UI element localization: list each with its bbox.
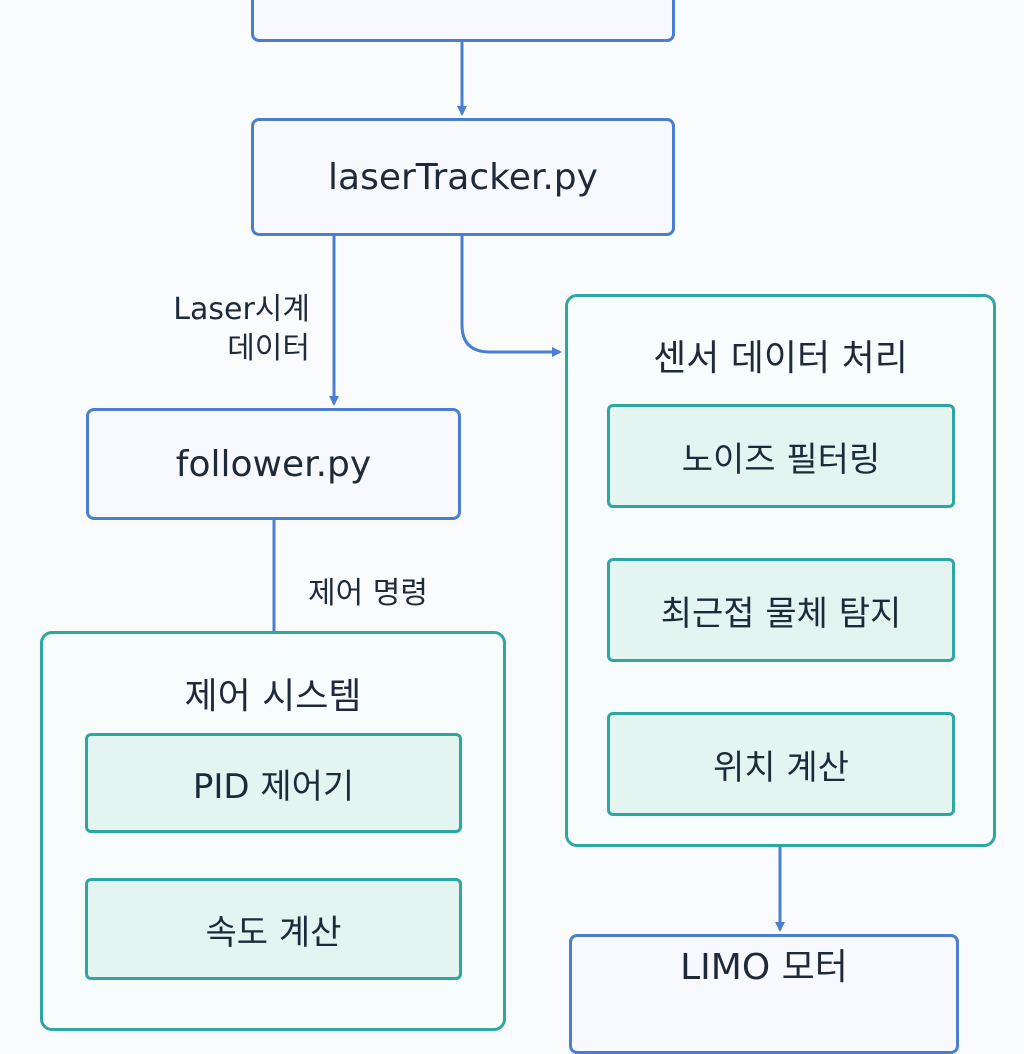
noise-filtering-step: 노이즈 필터링 <box>607 404 955 508</box>
limo-motor-node: LIMO 모터 <box>569 934 959 1054</box>
top-node <box>251 0 675 42</box>
control-command-label: 제어 명령 <box>308 576 428 611</box>
speed-calculation-step: 속도 계산 <box>85 878 462 980</box>
arrow-lasertracker-to-sensor-group <box>460 236 562 357</box>
follower-node: follower.py <box>86 408 461 520</box>
laser-data-label: Laser시계 데이터 <box>150 290 310 368</box>
lasertracker-node: laserTracker.py <box>251 118 675 236</box>
control-group-title: 제어 시스템 <box>184 676 362 717</box>
laser-data-label-line1: Laser시계 <box>173 292 310 327</box>
position-calculation-step: 위치 계산 <box>607 712 955 816</box>
pid-controller-step: PID 제어기 <box>85 733 462 833</box>
sensor-group-title: 센서 데이터 처리 <box>653 338 908 379</box>
nearest-object-detection-step: 최근접 물체 탐지 <box>607 558 955 662</box>
laser-data-label-line2: 데이터 <box>227 331 310 366</box>
